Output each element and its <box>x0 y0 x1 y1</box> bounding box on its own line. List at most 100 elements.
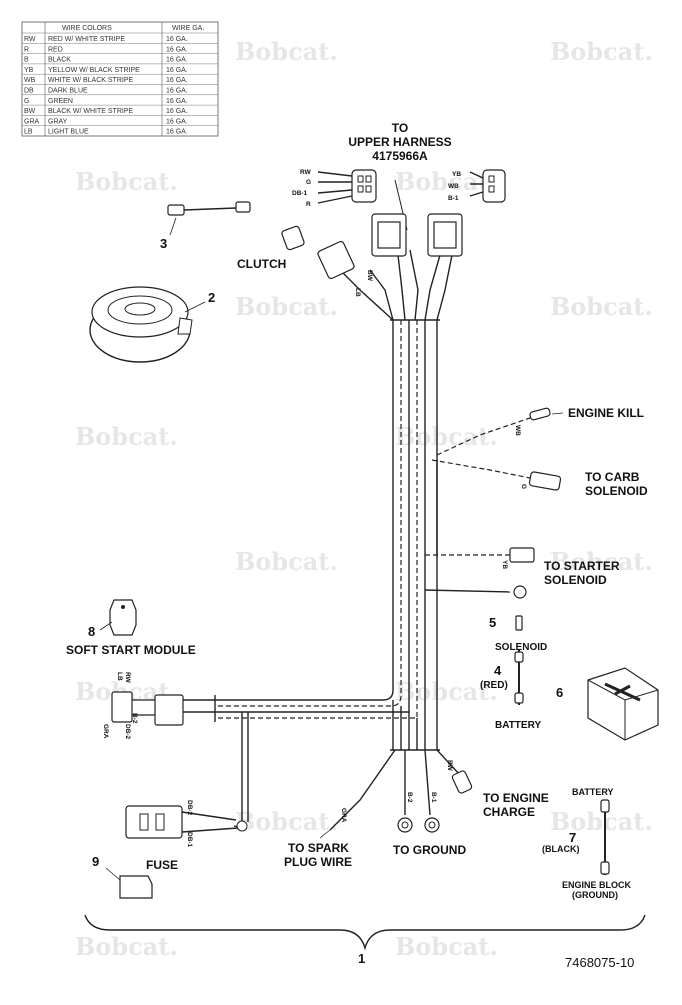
label-clutch: CLUTCH <box>237 257 286 271</box>
code-rw2: RW <box>124 672 131 684</box>
label-engine-block-1: ENGINE BLOCK <box>562 880 632 890</box>
jumper-connector <box>167 201 251 236</box>
callout-7: 7 <box>569 830 576 845</box>
label-spark-1: TO SPARK <box>288 841 349 855</box>
code-b2: B-2 <box>131 713 138 724</box>
watermark: Bobcat. <box>75 932 178 961</box>
assembly-bracket <box>84 914 646 951</box>
soft-start-module <box>99 599 137 636</box>
callout-4: 4 <box>494 663 502 678</box>
label-engine-block-2: (GROUND) <box>572 890 618 900</box>
label-carb-1: TO CARB <box>585 470 640 484</box>
code-db2: DB-2 <box>124 724 131 740</box>
table-cell-gauge: 16 GA. <box>166 36 188 43</box>
code-rw: RW <box>300 169 312 176</box>
table-cell-code: YB <box>24 67 34 74</box>
code-db1b: DB-1 <box>186 832 193 848</box>
upper-harness-connectors <box>281 169 506 280</box>
code-gra2: GRA <box>340 808 347 823</box>
callout-6: 6 <box>556 685 563 700</box>
table-cell-color: GREEN <box>48 98 73 105</box>
engine-kill-lead <box>436 407 564 456</box>
ground-strap <box>600 799 610 875</box>
code-gra: GRA <box>102 724 109 739</box>
solenoid-parts <box>514 615 524 705</box>
table-header-gauge: WIRE GA. <box>172 25 204 32</box>
table-cell-gauge: 16 GA. <box>166 98 188 105</box>
callout-8: 8 <box>88 624 95 639</box>
code-r: R <box>306 201 311 208</box>
watermark: Bobcat. <box>395 167 498 196</box>
table-cell-code: LB <box>24 129 33 136</box>
table-cell-code: RW <box>24 36 36 43</box>
table-cell-gauge: 16 GA. <box>166 57 188 64</box>
table-cell-code: R <box>24 46 29 53</box>
callout-1: 1 <box>358 951 365 966</box>
code-yb: YB <box>452 171 461 178</box>
callout-3: 3 <box>160 236 167 251</box>
table-cell-code: GRA <box>24 118 40 125</box>
watermark: Bobcat. <box>235 37 338 66</box>
watermark: Bobcat. <box>395 677 498 706</box>
table-cell-color: YELLOW W/ BLACK STRIPE <box>48 67 140 74</box>
table-cell-code: BW <box>24 108 36 115</box>
label-upper-harness-1: TO <box>392 121 408 135</box>
table-cell-gauge: 16 GA. <box>166 46 188 53</box>
carb-solenoid-lead <box>431 459 562 491</box>
code-g: G <box>306 179 311 186</box>
label-black: (BLACK) <box>542 844 580 854</box>
table-cell-color: RED <box>48 46 63 53</box>
table-cell-color: DARK BLUE <box>48 88 88 95</box>
label-engine-kill: ENGINE KILL <box>568 406 644 420</box>
label-engine-charge-2: CHARGE <box>483 805 535 819</box>
table-cell-gauge: 16 GA. <box>166 67 188 74</box>
battery <box>587 667 659 741</box>
watermark: Bobcat. <box>550 292 653 321</box>
label-spark-2: PLUG WIRE <box>284 855 352 869</box>
code-db2b: DB-2 <box>186 800 193 816</box>
starter-solenoid-lead <box>424 460 535 599</box>
code-db1: DB-1 <box>292 190 308 197</box>
table-cell-color: GRAY <box>48 118 68 125</box>
table-cell-code: WB <box>24 77 36 84</box>
label-ground: TO GROUND <box>393 843 466 857</box>
table-cell-gauge: 16 GA. <box>166 129 188 136</box>
callout-5: 5 <box>489 615 496 630</box>
watermark: Bobcat. <box>235 547 338 576</box>
code-wb: WB <box>448 183 459 190</box>
label-starter-2: SOLENOID <box>544 573 607 587</box>
watermark: Bobcat. <box>75 167 178 196</box>
table-cell-color: LIGHT BLUE <box>48 129 89 136</box>
watermark: Bobcat. <box>550 547 653 576</box>
code-rw3: RW <box>446 760 453 772</box>
watermark: Bobcat. <box>550 37 653 66</box>
table-cell-gauge: 16 GA. <box>166 108 188 115</box>
fuse <box>105 867 153 899</box>
watermark: Bobcat. <box>395 422 498 451</box>
callout-2: 2 <box>208 290 215 305</box>
label-part-number: 7468075-10 <box>565 955 634 970</box>
table-cell-code: G <box>24 98 29 105</box>
table-cell-color: BLACK W/ WHITE STRIPE <box>48 108 134 115</box>
watermarks: Bobcat. Bobcat. Bobcat. Bobcat. Bobcat. … <box>75 37 653 961</box>
left-connectors <box>111 691 249 839</box>
code-b2b: B-2 <box>406 792 413 803</box>
label-carb-2: SOLENOID <box>585 484 648 498</box>
code-lb: LB <box>354 288 361 297</box>
watermark: Bobcat. <box>235 807 338 836</box>
label-upper-harness-3: 4175966A <box>372 149 428 163</box>
label-battery-top: BATTERY <box>572 787 614 797</box>
label-soft-start: SOFT START MODULE <box>66 643 196 657</box>
label-engine-charge-1: TO ENGINE <box>483 791 549 805</box>
callout-9: 9 <box>92 854 99 869</box>
label-upper-harness-2: UPPER HARNESS <box>348 135 451 149</box>
table-header-color: WIRE COLORS <box>62 25 112 32</box>
label-starter-1: TO STARTER <box>544 559 620 573</box>
code-wb2: WB <box>514 425 521 436</box>
watermark: Bobcat. <box>395 932 498 961</box>
table-cell-color: BLACK <box>48 57 71 64</box>
code-yb2: YB <box>501 560 508 569</box>
